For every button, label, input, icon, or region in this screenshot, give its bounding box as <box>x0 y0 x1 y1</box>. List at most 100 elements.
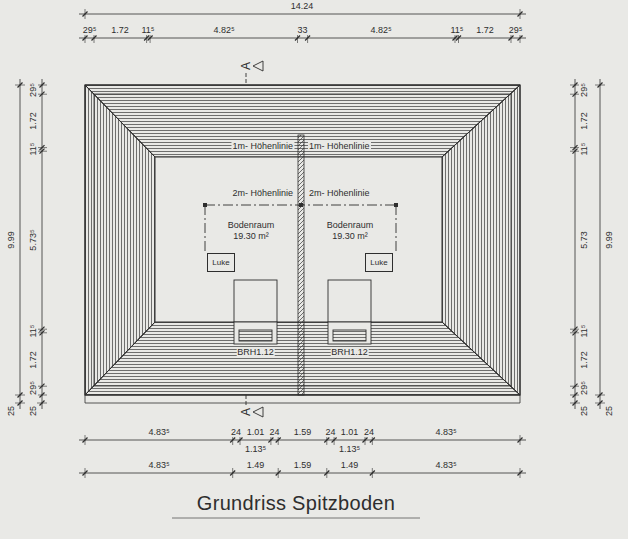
room-name: Bodenraum <box>326 220 375 231</box>
dimension-tick <box>40 401 45 406</box>
dimension-value: 1.59 <box>293 427 313 437</box>
dimension-tick <box>40 393 45 398</box>
roof-tiles <box>85 85 520 395</box>
dimension-value: 29⁵ <box>579 380 589 396</box>
dimension-value: 1.72 <box>28 111 38 131</box>
dimension-tick <box>324 438 329 443</box>
dimension-value: 4.83⁵ <box>147 460 170 470</box>
room-name: Bodenraum <box>227 220 276 231</box>
dimension-value: 4.83⁵ <box>147 427 170 437</box>
dimension-value: 25 <box>579 405 589 417</box>
dimension-value: 29⁵ <box>508 25 524 35</box>
dimension-tick <box>573 384 578 389</box>
roof-hatch: Luke <box>207 253 235 272</box>
sill-height: BRH1.12 <box>236 347 275 357</box>
dimension-tick <box>573 83 578 88</box>
room-area: 19.30 m² <box>331 231 369 242</box>
dimension-tick <box>332 438 337 443</box>
dimension-tick <box>598 83 603 88</box>
dimension-value: 1.72 <box>579 111 589 131</box>
dimension-value: 14.24 <box>290 1 315 11</box>
dimension-value: 5.73 <box>579 230 589 250</box>
dimension-value: 11⁵ <box>579 142 589 157</box>
roof-hatch: Luke <box>365 253 393 272</box>
dimension-value: 1.72 <box>110 25 130 35</box>
dimension-line <box>79 473 526 474</box>
dimension-value: 9.99 <box>604 230 614 250</box>
dimension-value: 24 <box>230 427 242 437</box>
dimension-tick <box>40 330 45 335</box>
section-mark: A <box>240 407 253 417</box>
dimension-tick <box>324 471 329 476</box>
dimension-tick <box>573 401 578 406</box>
dimension-tick <box>598 393 603 398</box>
dimension-value: 1.49 <box>340 460 360 470</box>
dimension-line <box>20 79 21 409</box>
dimension-tick <box>573 149 578 154</box>
contour-note: 2m- Höhenlinie <box>308 188 371 198</box>
room-area: 19.30 m² <box>232 231 270 242</box>
dimension-tick <box>370 471 375 476</box>
dimension-value: 1.59 <box>293 460 313 470</box>
dimension-tick <box>230 438 235 443</box>
dimension-line <box>79 440 526 441</box>
dimension-tick <box>83 12 88 17</box>
dimension-value: 5.73⁵ <box>28 228 38 251</box>
caption: Grundriss Spitzboden <box>197 491 395 515</box>
dimension-tick <box>18 83 23 88</box>
dimension-value: 4.83⁵ <box>434 460 457 470</box>
dimension-value: 4.83⁵ <box>434 427 457 437</box>
dimension-tick <box>268 438 273 443</box>
dimension-line <box>600 79 601 409</box>
dimension-value: 1.13⁵ <box>244 444 267 454</box>
dimension-tick <box>83 36 88 41</box>
dimension-value: 25 <box>28 405 38 417</box>
attic-room: Bodenraum19.30 m² Luke <box>206 208 296 280</box>
dimension-value: 1.72 <box>475 25 495 35</box>
dimension-tick <box>40 92 45 97</box>
dimension-value: 11⁵ <box>140 25 155 35</box>
dimension-value: 1.72 <box>28 350 38 370</box>
contour-note: 1m- Höhenlinie <box>231 141 294 151</box>
dimension-tick <box>238 438 243 443</box>
dimension-tick <box>18 393 23 398</box>
hatch-label: Luke <box>211 258 230 267</box>
section-mark: A <box>240 61 253 71</box>
dimension-tick <box>518 438 523 443</box>
dimension-value: 4.82⁵ <box>212 25 235 35</box>
dimension-tick <box>370 438 375 443</box>
dimension-tick <box>18 401 23 406</box>
dimension-tick <box>363 438 368 443</box>
dimension-tick <box>83 471 88 476</box>
dimension-tick <box>295 36 300 41</box>
dimension-value: 4.82⁵ <box>369 25 392 35</box>
roof-outline <box>85 85 520 403</box>
dimension-value: 29⁵ <box>28 82 38 98</box>
dimension-tick <box>276 471 281 476</box>
dimension-tick <box>148 36 153 41</box>
dimension-tick <box>40 149 45 154</box>
dimension-tick <box>40 384 45 389</box>
dimension-value: 11⁵ <box>28 323 38 338</box>
dimension-tick <box>518 12 523 17</box>
dimension-tick <box>83 438 88 443</box>
dimension-tick <box>456 36 461 41</box>
dimension-value: 9.99 <box>6 230 16 250</box>
dimension-value: 29⁵ <box>82 25 98 35</box>
dimension-tick <box>305 36 310 41</box>
dimension-value: 24 <box>324 427 336 437</box>
dimension-value: 33 <box>296 25 308 35</box>
contour-note: 2m- Höhenlinie <box>231 188 294 198</box>
dimension-value: 11⁵ <box>28 142 38 157</box>
dimension-value: 1.01 <box>340 427 360 437</box>
sill-height: BRH1.12 <box>330 347 369 357</box>
dimension-value: 29⁵ <box>28 380 38 396</box>
contour-note: 1m- Höhenlinie <box>308 141 371 151</box>
dimension-value: 1.72 <box>579 350 589 370</box>
dimension-value: 29⁵ <box>579 82 589 98</box>
dimension-value: 1.01 <box>246 427 266 437</box>
dimension-value: 1.13⁵ <box>338 444 361 454</box>
dimension-value: 24 <box>363 427 375 437</box>
